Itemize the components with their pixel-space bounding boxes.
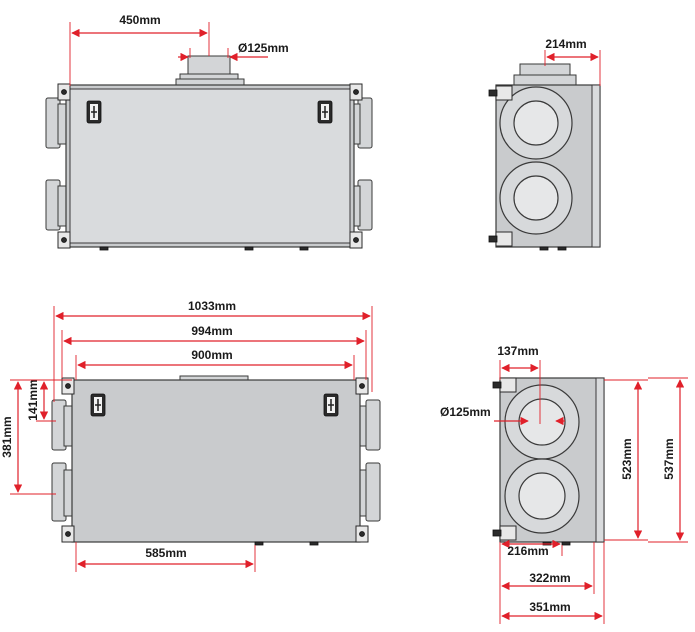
dim-523: 523mm [620,438,634,479]
hinge-icon [488,231,513,247]
side-view-top: 214mm [488,37,601,251]
dim-322: 322mm [529,571,570,585]
front-view-bottom: 1033mm 994mm 900mm 141mm 381mm 585mm [0,299,381,572]
hinge-icon [492,525,517,541]
dim-duct-top: Ø125mm [238,41,289,55]
hinge-icon [488,85,513,101]
dim-216: 216mm [507,544,548,558]
dim-137: 137mm [497,344,538,358]
dim-537: 537mm [662,438,676,479]
handle-icon [90,393,106,417]
dim-351: 351mm [529,600,570,614]
front-view-top: 450mm Ø125mm [45,13,373,251]
dim-duct-side: Ø125mm [440,405,491,419]
handle-icon [323,393,339,417]
dim-141: 141mm [26,379,40,420]
dim-900: 900mm [191,348,232,362]
handle-icon [86,100,102,124]
hinge-icon [492,377,517,393]
side-view-bottom: 137mm Ø125mm 523mm 537mm 216mm 322mm 351… [440,344,688,624]
dim-1033: 1033mm [188,299,236,313]
dim-381: 381mm [0,416,14,457]
dim-585: 585mm [145,546,186,560]
dim-214: 214mm [545,37,586,51]
dim-450: 450mm [119,13,160,27]
dim-994: 994mm [191,324,232,338]
handle-icon [317,100,333,124]
